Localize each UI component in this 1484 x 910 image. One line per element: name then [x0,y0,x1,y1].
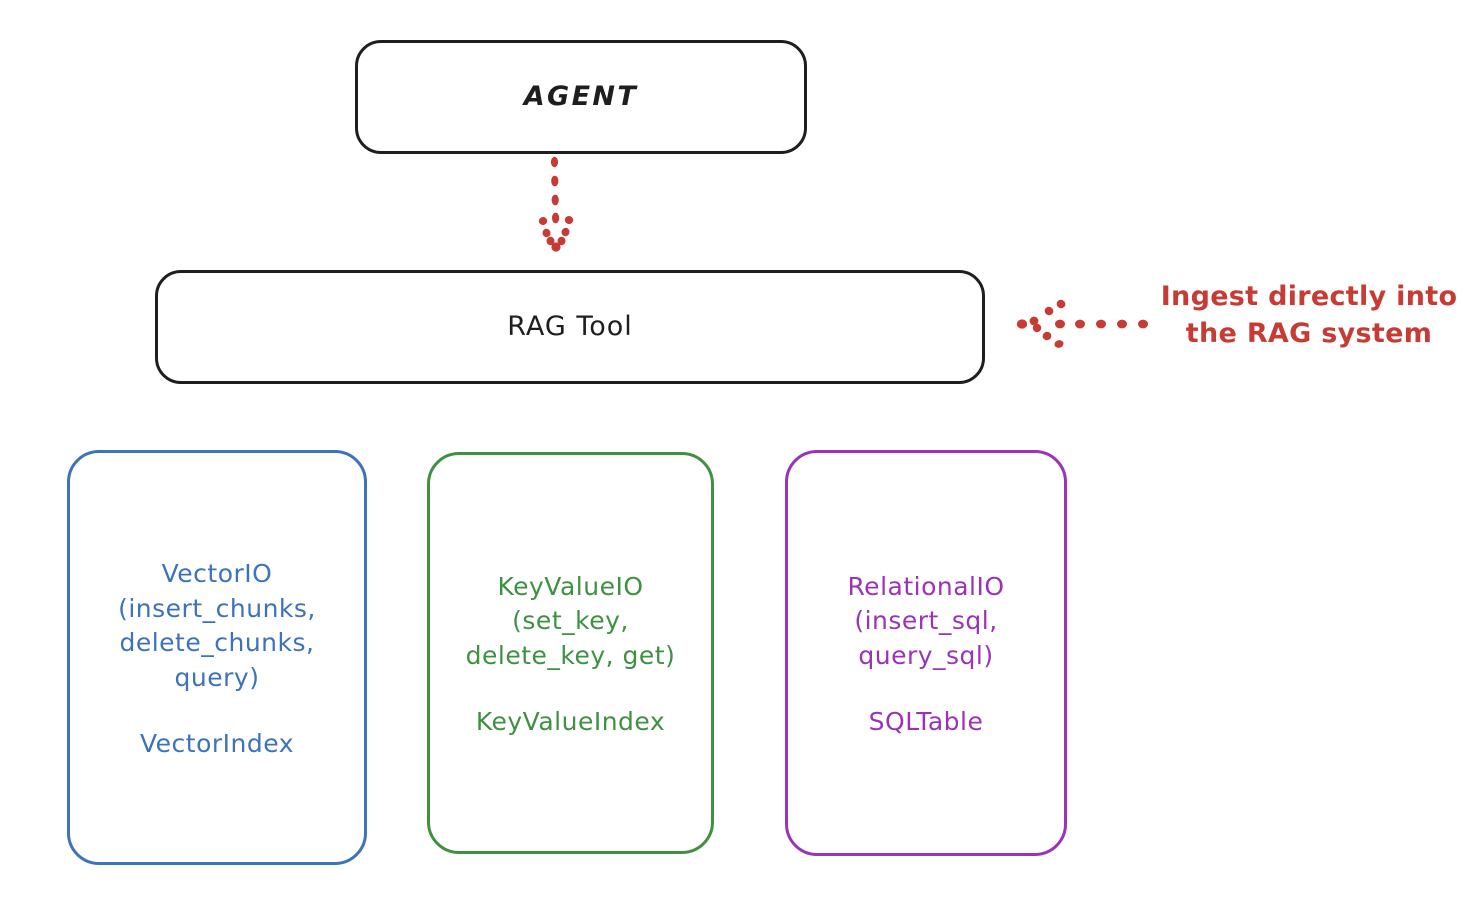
connector-agent-to-rag-tool [500,155,630,275]
node-vector-io-sublabel: VectorIndex [140,729,294,758]
node-vector-io[interactable]: VectorIO (insert_chunks, delete_chunks, … [67,450,367,865]
node-vector-io-label: VectorIO (insert_chunks, delete_chunks, … [118,559,316,692]
node-agent[interactable]: AGENT [355,40,807,154]
node-agent-label: AGENT [523,81,639,113]
node-relational-io-sublabel: SQLTable [868,707,984,737]
node-key-value-io-sublabel: KeyValueIndex [475,707,666,737]
node-rag-tool-label: RAG Tool [507,311,633,343]
annotation-ingest-directly: Ingest directly into the RAG system [1160,281,1458,350]
node-relational-io-label: RelationalIO (insert_sql, query_sql) [847,571,1005,670]
node-key-value-io[interactable]: KeyValueIO (set_key, delete_key, get) Ke… [427,452,714,854]
node-key-value-io-label: KeyValueIO (set_key, delete_key, get) [465,571,676,670]
connector-ingest-to-rag-tool [1015,295,1150,353]
node-relational-io[interactable]: RelationalIO (insert_sql, query_sql) SQL… [785,450,1067,856]
node-rag-tool[interactable]: RAG Tool [155,270,985,384]
